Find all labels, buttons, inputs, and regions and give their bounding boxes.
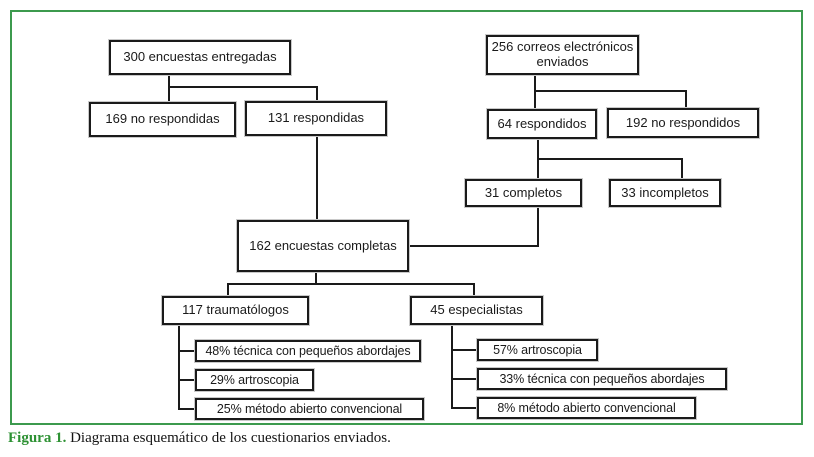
figure-caption: Figura 1. Diagrama esquemático de los cu…	[8, 430, 798, 447]
edge-to-incomplete	[681, 158, 683, 179]
node-emails-sent: 256 correos electrónicos enviados	[485, 34, 640, 76]
edge-total-down	[315, 272, 317, 285]
node-emails-answered: 64 respondidos	[486, 108, 598, 140]
tick-trauma-2	[178, 379, 195, 381]
node-trauma-open: 25% método abierto convencional	[194, 397, 425, 421]
figure-frame: 300 encuestas entregadas 169 no respondi…	[10, 10, 803, 425]
tick-trauma-3	[178, 408, 195, 410]
node-emails-not-answered: 192 no respondidos	[606, 107, 760, 139]
edge-surveys-to-not-answered	[168, 75, 170, 102]
edge-surveys-to-answered	[316, 86, 318, 101]
edge-surveys-split	[168, 86, 318, 88]
spine-traumatologists	[178, 325, 180, 410]
node-surveys-delivered: 300 encuestas entregadas	[108, 39, 292, 76]
node-trauma-small-approach: 48% técnica con pequeños abordajes	[194, 339, 422, 363]
node-trauma-arthroscopy: 29% artroscopia	[194, 368, 315, 392]
node-surveys-not-answered: 169 no respondidas	[88, 101, 237, 138]
node-emails-incomplete: 33 incompletos	[608, 178, 722, 208]
edge-complete-down	[537, 207, 539, 247]
tick-trauma-1	[178, 350, 195, 352]
edge-emails-split	[534, 90, 687, 92]
edge-complete-to-total	[409, 245, 539, 247]
edge-emails-to-not-answered	[685, 90, 687, 108]
edge-total-split	[227, 283, 475, 285]
spine-specialists	[451, 325, 453, 409]
edge-emails-to-answered	[534, 75, 536, 109]
node-spec-open: 8% método abierto convencional	[476, 396, 697, 420]
edge-answered-to-total	[316, 136, 318, 220]
edge-to-specialists	[473, 283, 475, 296]
tick-spec-1	[451, 349, 477, 351]
node-spec-arthroscopy: 57% artroscopia	[476, 338, 599, 362]
node-surveys-answered: 131 respondidas	[244, 100, 388, 137]
edge-to-traumatologists	[227, 283, 229, 296]
tick-spec-3	[451, 407, 477, 409]
node-total-complete: 162 encuestas completas	[236, 219, 410, 273]
node-traumatologists: 117 traumatólogos	[161, 295, 310, 326]
edge-complete-split	[537, 158, 683, 160]
node-spec-small-approach: 33% técnica con pequeños abordajes	[476, 367, 728, 391]
caption-text: Diagrama esquemático de los cuestionario…	[70, 430, 391, 446]
caption-label: Figura 1.	[8, 430, 67, 446]
node-emails-complete: 31 completos	[464, 178, 583, 208]
tick-spec-2	[451, 378, 477, 380]
node-specialists: 45 especialistas	[409, 295, 544, 326]
